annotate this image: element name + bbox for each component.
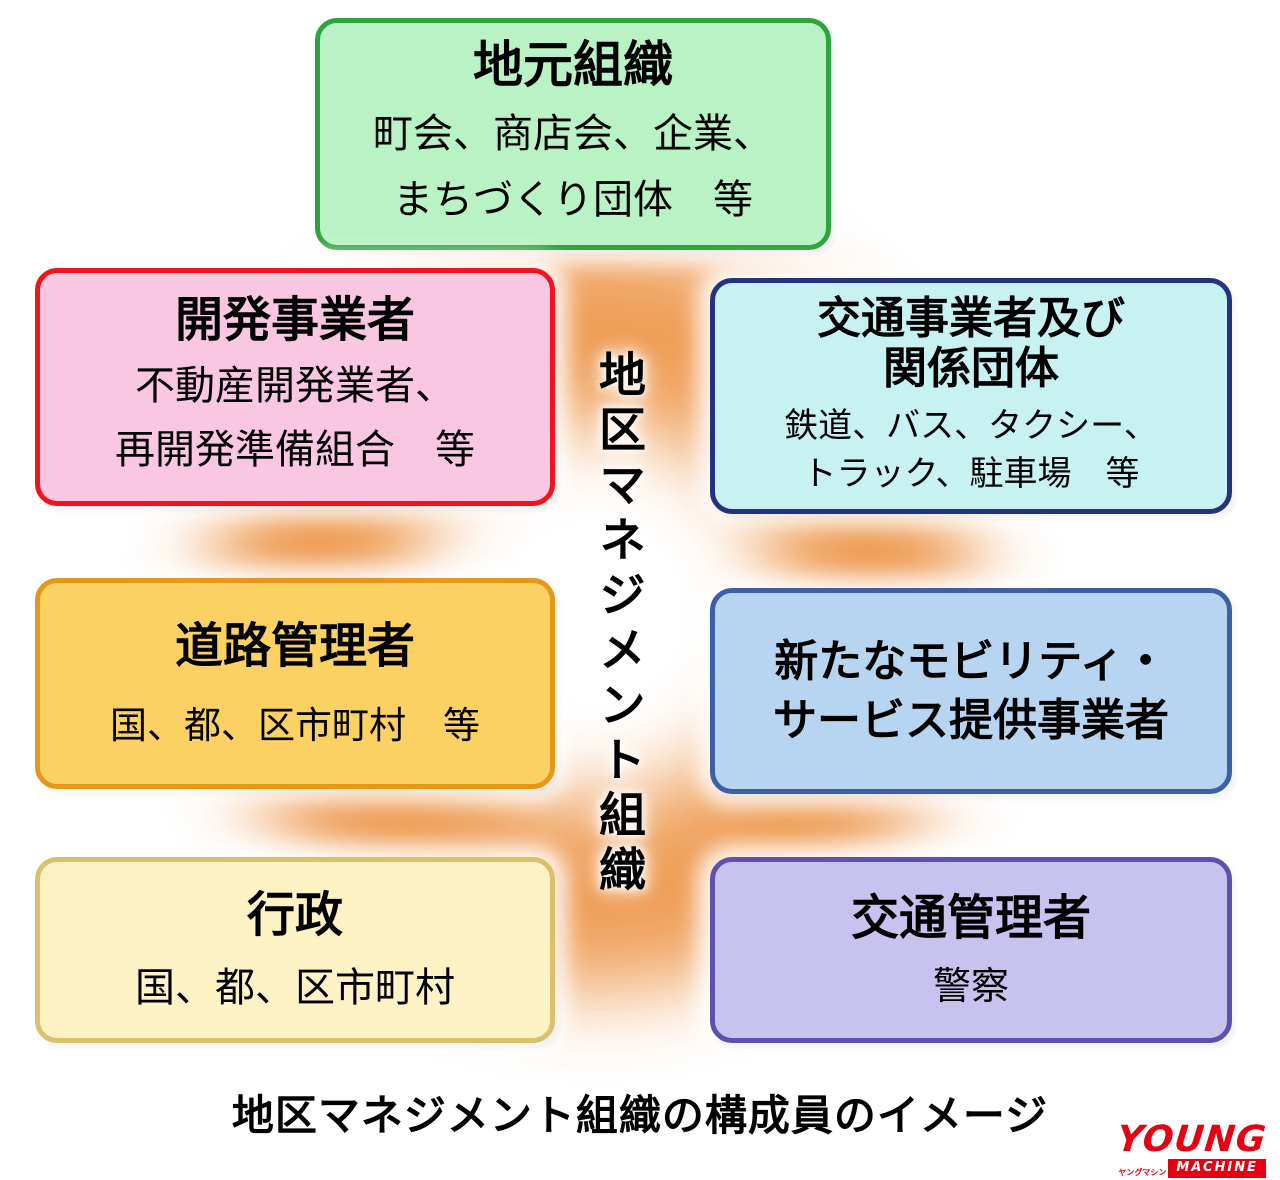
diagram-caption: 地区マネジメント組織の構成員のイメージ	[231, 1091, 1049, 1140]
young-machine-logo: YOUNG ヤングマシン MACHINE	[1114, 1119, 1269, 1178]
box-transport-operators-body-line: トラック、駐車場 等	[802, 453, 1140, 494]
box-traffic-administrators-title: 交通管理者	[850, 889, 1091, 946]
logo-kana-text: ヤングマシン	[1118, 1167, 1167, 1177]
box-traffic-administrators: 交通管理者 警察	[710, 857, 1232, 1043]
box-transport-operators: 交通事業者及び 関係団体 鉄道、バス、タクシー、 トラック、駐車場 等	[710, 278, 1232, 514]
logo-young-text: YOUNG	[1114, 1119, 1269, 1160]
box-road-administrators-body-line: 国、都、区市町村 等	[110, 704, 480, 748]
box-local-organizations-title: 地元組織	[473, 36, 673, 94]
box-government: 行政 国、都、区市町村	[35, 857, 555, 1043]
box-developers-body-line: 不動産開発業者、	[135, 362, 455, 409]
box-developers-body-line: 再開発準備組合 等	[115, 426, 475, 473]
box-transport-operators-title: 関係団体	[883, 343, 1059, 395]
box-local-organizations-body-line: まちづくり団体 等	[393, 177, 753, 223]
center-vertical-label: 地区マネジメント組織	[590, 350, 645, 900]
box-developers: 開発事業者 不動産開発業者、 再開発準備組合 等	[35, 268, 555, 506]
box-developers-title: 開発事業者	[174, 292, 415, 349]
box-local-organizations: 地元組織 町会、商店会、企業、 まちづくり団体 等	[315, 18, 831, 250]
box-new-mobility-providers-title: 新たなモビリティ・	[774, 635, 1168, 687]
box-new-mobility-providers-title: サービス提供事業者	[773, 695, 1169, 746]
logo-bottom-row: ヤングマシン MACHINE	[1117, 1159, 1266, 1178]
box-government-body-line: 国、都、区市町村	[135, 964, 455, 1011]
box-transport-operators-body-line: 鉄道、バス、タクシー、	[784, 406, 1158, 446]
box-transport-operators-title: 交通事業者及び	[817, 292, 1125, 344]
box-road-administrators: 道路管理者 国、都、区市町村 等	[35, 578, 555, 789]
box-local-organizations-body-line: 町会、商店会、企業、	[373, 111, 773, 157]
box-government-title: 行政	[246, 887, 343, 944]
box-new-mobility-providers: 新たなモビリティ・ サービス提供事業者	[710, 588, 1232, 794]
logo-machine-text: MACHINE	[1168, 1159, 1266, 1178]
box-traffic-administrators-body-line: 警察	[932, 964, 1009, 1009]
box-road-administrators-title: 道路管理者	[174, 617, 415, 674]
